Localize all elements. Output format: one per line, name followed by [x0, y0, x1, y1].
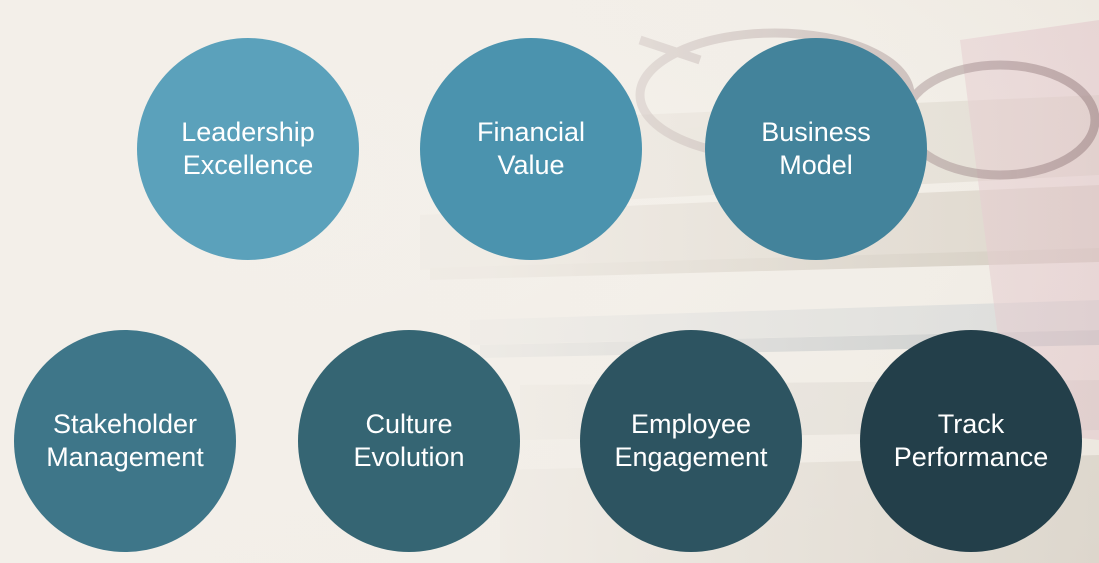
circle-label-line1: Business: [761, 117, 871, 147]
circle-label-line1: Financial: [476, 117, 586, 147]
circle-label-line1: Track: [937, 409, 1005, 439]
circle-label-line1: Culture: [365, 409, 453, 439]
circle-financial-value: Financial Value: [420, 38, 642, 260]
circle-culture-evolution: Culture Evolution: [298, 330, 520, 552]
circle-label-line1: Leadership: [181, 117, 315, 147]
circle-leadership-excellence: Leadership Excellence: [137, 38, 359, 260]
circle-label-line2: Excellence: [182, 150, 314, 180]
circle-business-model: Business Model: [705, 38, 927, 260]
circle-label-line2: Model: [779, 150, 853, 180]
circle-employee-engagement: Employee Engagement: [580, 330, 802, 552]
circle-label-line2: Evolution: [353, 442, 465, 472]
circle-label-line2: Management: [46, 442, 204, 472]
circle-label-line2: Performance: [893, 442, 1049, 472]
circle-label-line1: Stakeholder: [52, 409, 198, 439]
circle-track-performance: Track Performance: [860, 330, 1082, 552]
circle-stakeholder-management: Stakeholder Management: [14, 330, 236, 552]
circle-label-line2: Engagement: [614, 442, 768, 472]
circle-label-line1: Employee: [630, 409, 752, 439]
circle-label-line2: Value: [497, 150, 565, 180]
